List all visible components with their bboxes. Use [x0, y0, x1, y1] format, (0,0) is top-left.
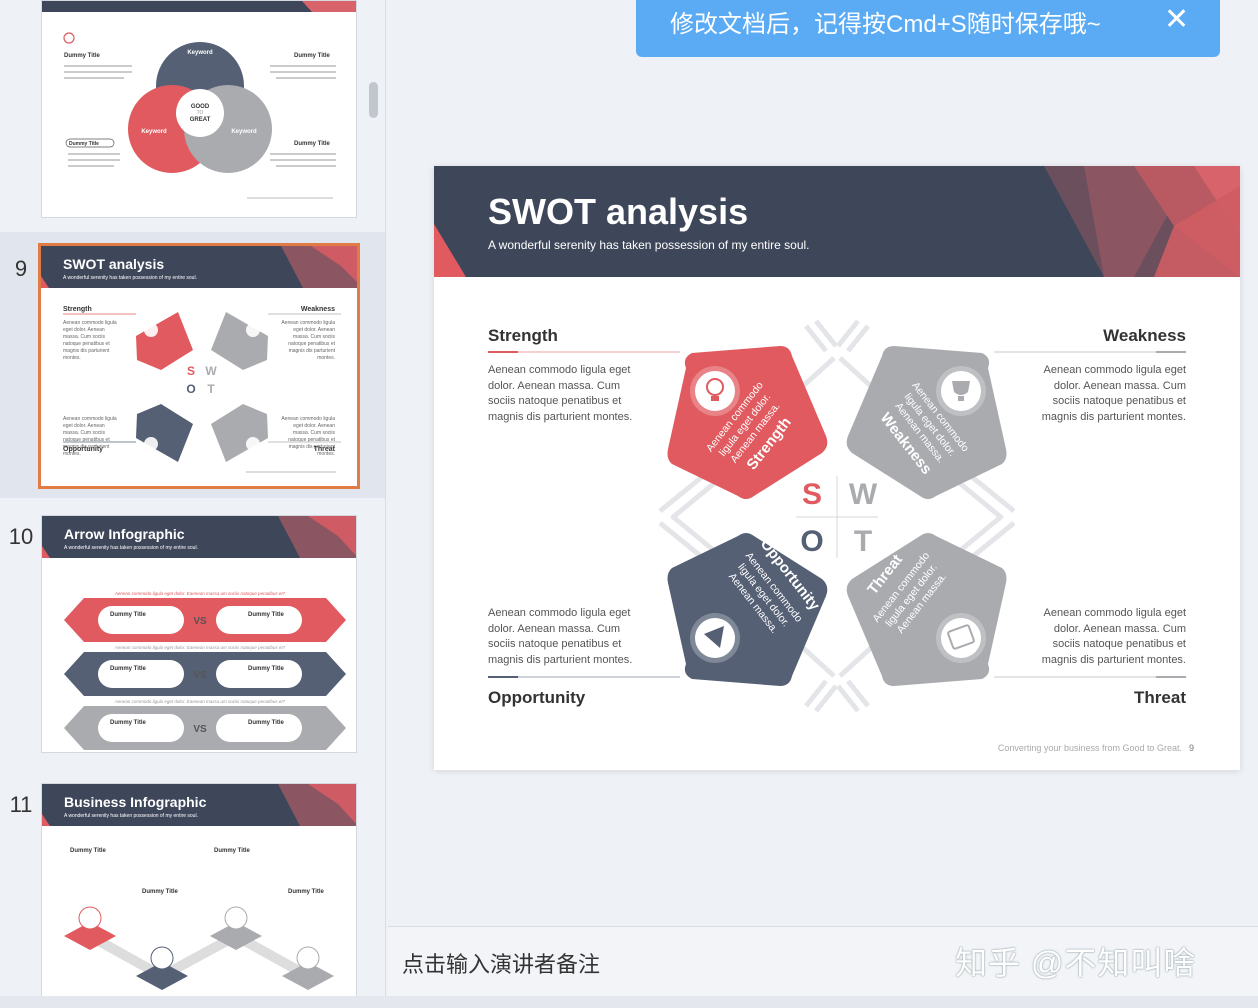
thumbnail-row-11[interactable]: 11 Business Infographic A wonderful sere…	[0, 770, 385, 1008]
svg-text:Dummy Title: Dummy Title	[294, 53, 331, 59]
svg-text:Aenean commodo ligula eget dol: Aenean commodo ligula eget dolor. Eaenea…	[114, 645, 286, 650]
swot-diagram: Aenean commodo ligula eget dolor. Aenean…	[488, 319, 1186, 713]
thumb-letter-s: S	[187, 364, 195, 378]
slide-thumbnail-11[interactable]: Business Infographic A wonderful serenit…	[41, 783, 357, 1008]
header-decoration	[41, 246, 357, 288]
speaker-notes-placeholder[interactable]: 点击输入演讲者备注	[402, 952, 601, 977]
svg-text:Dummy Title: Dummy Title	[214, 848, 251, 854]
slide-thumbnail-9[interactable]: SWOT analysis A wonderful serenity has t…	[38, 243, 360, 489]
threat-title[interactable]: Threat	[1134, 688, 1186, 707]
thumb-letter-o: O	[186, 382, 195, 396]
save-reminder-toast: 修改文档后，记得按Cmd+S随时保存哦~ ✕	[636, 0, 1220, 57]
thumb-weakness-label: Weakness	[300, 306, 335, 313]
svg-text:Dummy Title: Dummy Title	[142, 889, 179, 895]
svg-text:Dummy Title: Dummy Title	[70, 848, 107, 854]
threat-pentagon: Threat Aenean commodo ligula eget dolor.…	[846, 533, 1007, 686]
slide-footer-text: Converting your business from Good to Gr…	[997, 743, 1182, 753]
svg-text:Dummy Title: Dummy Title	[110, 720, 147, 726]
swot-letter-w: W	[849, 478, 878, 511]
thumbnail-row-9[interactable]: 9 SWOT analysis A wonderful serenity has…	[0, 232, 385, 498]
strength-title[interactable]: Strength	[488, 326, 558, 345]
svg-text:VS: VS	[193, 616, 207, 627]
weakness-text[interactable]: Aenean commodo ligula eget dolor. Aenean…	[1041, 364, 1186, 423]
thumb-opportunity-label: Opportunity	[63, 446, 104, 453]
swot-letter-o: O	[800, 525, 823, 558]
slide-number-9: 9	[14, 256, 28, 281]
close-icon[interactable]: ✕	[1164, 3, 1190, 36]
svg-text:Dummy Title: Dummy Title	[248, 666, 285, 672]
venn-center-text-to: TO	[197, 110, 204, 116]
opportunity-text[interactable]: Aenean commodo ligula eget dolor. Aenean…	[488, 607, 633, 666]
thumb-letter-w: W	[205, 364, 217, 378]
speaker-notes-area[interactable]: 点击输入演讲者备注	[388, 926, 1258, 996]
venn-keyword-left: Keyword	[141, 129, 167, 135]
toast-message: 修改文档后，记得按Cmd+S随时保存哦~	[670, 11, 1101, 38]
venn-keyword-top: Keyword	[187, 50, 213, 56]
svg-text:Dummy Title: Dummy Title	[248, 720, 285, 726]
svg-text:Dummy Title: Dummy Title	[294, 141, 331, 147]
threat-text[interactable]: Aenean commodo ligula eget dolor. Aenean…	[1041, 607, 1186, 666]
slide-title[interactable]: SWOT analysis	[488, 191, 749, 232]
thumb-strength-text: Aenean commodo ligula eget dolor. Aenean…	[63, 320, 117, 361]
thumbnail-header: Arrow Infographic A wonderful serenity h…	[42, 516, 356, 558]
thumbnail-title: Arrow Infographic	[64, 526, 185, 542]
weakness-pentagon: Aenean commodo ligula eget dolor. Aenean…	[846, 346, 1007, 499]
venn-diagram-thumbnail: GOOD TO GREAT Keyword Keyword Keyword Du…	[42, 1, 356, 199]
thumb-opportunity-text: Aenean commodo ligula eget dolor. Aenean…	[63, 416, 117, 457]
thumbnail-subtitle: A wonderful serenity has taken possessio…	[64, 545, 198, 551]
svg-text:Dummy Title: Dummy Title	[110, 666, 147, 672]
watermark: 知乎 @不知叫啥	[955, 945, 1197, 981]
venn-center-text-good: GOOD	[191, 104, 210, 110]
thumb-strength-label: Strength	[63, 306, 92, 313]
opportunity-title[interactable]: Opportunity	[488, 688, 586, 707]
thumbnail-header: SWOT analysis A wonderful serenity has t…	[41, 246, 357, 288]
swot-letter-s: S	[802, 478, 822, 511]
weakness-title[interactable]: Weakness	[1103, 326, 1186, 345]
thumbnail-title: Business Infographic	[64, 794, 207, 810]
svg-text:Dummy Title: Dummy Title	[64, 53, 101, 59]
svg-text:VS: VS	[193, 670, 207, 681]
slide-header-banner	[434, 166, 1240, 277]
strength-text[interactable]: Aenean commodo ligula eget dolor. Aenean…	[488, 364, 633, 423]
status-bar	[0, 996, 1258, 1008]
slide-thumbnail-8[interactable]: GOOD TO GREAT Keyword Keyword Keyword Du…	[41, 0, 357, 218]
thumbnail-row-10[interactable]: 10 Arrow Infographic A wonderful serenit…	[0, 500, 385, 768]
thumbnail-row-8[interactable]: GOOD TO GREAT Keyword Keyword Keyword Du…	[0, 0, 385, 230]
thumbnail-header: Business Infographic A wonderful serenit…	[42, 784, 356, 826]
slide-subtitle[interactable]: A wonderful serenity has taken possessio…	[488, 238, 810, 252]
slide-number-11: 11	[9, 792, 33, 817]
slide-canvas[interactable]: SWOT analysis A wonderful serenity has t…	[434, 166, 1240, 770]
svg-text:VS: VS	[193, 724, 207, 735]
svg-text:Aenean commodo ligula eget dol: Aenean commodo ligula eget dolor. Eaenea…	[114, 591, 286, 596]
slide-number-10: 10	[8, 524, 34, 549]
thumb-weakness-text: Aenean commodo ligula eget dolor. Aenean…	[281, 320, 335, 361]
venn-keyword-right: Keyword	[231, 129, 257, 135]
thumb-threat-text: Aenean commodo ligula eget dolor. Aenean…	[281, 416, 335, 457]
strength-pentagon: Aenean commodo ligula eget dolor. Aenean…	[667, 346, 828, 499]
svg-text:Dummy Title: Dummy Title	[248, 612, 285, 618]
swot-letter-t: T	[854, 525, 872, 558]
svg-text:Dummy Title: Dummy Title	[69, 141, 99, 147]
business-infographic-thumbnail: Dummy Title Dummy Title Dummy Title Dumm…	[64, 848, 334, 990]
svg-text:Aenean commodo ligula eget dol: Aenean commodo ligula eget dolor. Eaenea…	[114, 699, 286, 704]
venn-center-text-great: GREAT	[190, 117, 211, 123]
svg-text:Dummy Title: Dummy Title	[288, 889, 325, 895]
thumbnail-title: SWOT analysis	[63, 256, 165, 272]
slide-thumbnail-panel[interactable]: GOOD TO GREAT Keyword Keyword Keyword Du…	[0, 0, 386, 1008]
arrow-infographic-thumbnail: VS Dummy Title Dummy Title Aenean commod…	[64, 591, 346, 750]
thumb-letter-t: T	[207, 382, 215, 396]
thumbnail-scrollbar[interactable]	[369, 82, 378, 118]
slide-page-number: 9	[1188, 743, 1194, 753]
slide-thumbnail-10[interactable]: Arrow Infographic A wonderful serenity h…	[41, 515, 357, 753]
thumb-threat-label: Threat	[313, 446, 335, 453]
svg-text:Dummy Title: Dummy Title	[110, 612, 147, 618]
thumb-swot-diagram: S W O T	[63, 312, 341, 473]
thumbnail-subtitle: A wonderful serenity has taken possessio…	[63, 275, 197, 281]
thumbnail-subtitle: A wonderful serenity has taken possessio…	[64, 813, 198, 819]
